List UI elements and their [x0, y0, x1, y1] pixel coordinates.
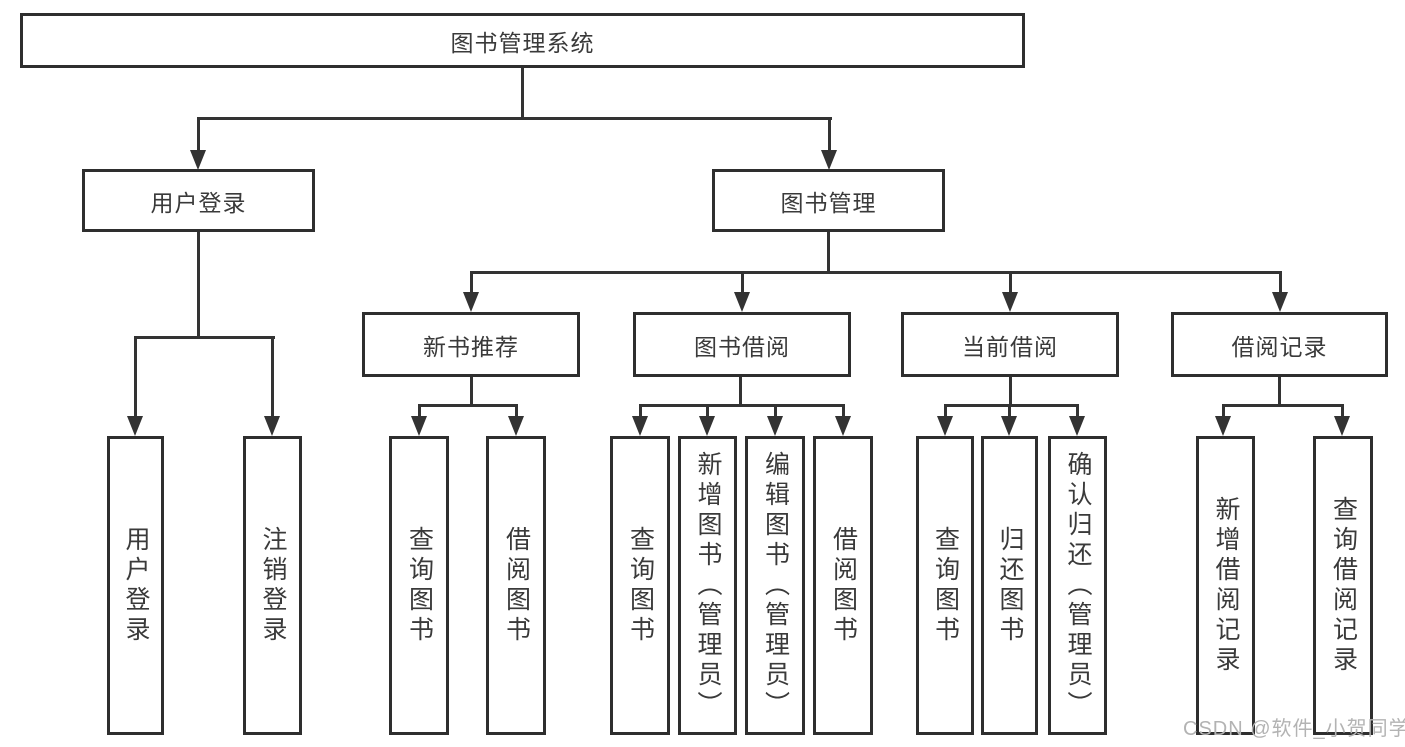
arrowhead-icon	[1002, 292, 1018, 312]
arrowhead-icon	[1334, 416, 1350, 436]
connector-line	[197, 117, 200, 150]
connector-line	[1009, 377, 1012, 407]
connector-line	[197, 117, 832, 120]
connector-line	[741, 271, 744, 293]
connector-line	[418, 404, 421, 416]
node-book-management: 图书管理	[712, 169, 945, 232]
arrowhead-icon	[937, 416, 953, 436]
arrowhead-icon	[1069, 416, 1085, 436]
connector-line	[470, 271, 1282, 274]
connector-line	[1222, 404, 1344, 407]
node-book-borrow: 图书借阅	[633, 312, 851, 377]
connector-line	[1008, 404, 1011, 416]
connector-line	[134, 336, 137, 416]
node-leaf-add-books-admin: 新增图书（管理员）	[678, 436, 737, 735]
node-current-borrow: 当前借阅	[901, 312, 1119, 377]
arrowhead-icon	[734, 292, 750, 312]
connector-line	[134, 336, 275, 339]
connector-line	[1278, 377, 1281, 407]
node-leaf-user-login: 用户登录	[107, 436, 164, 735]
connector-line	[521, 68, 524, 119]
node-borrow-records: 借阅记录	[1171, 312, 1388, 377]
arrowhead-icon	[1272, 292, 1288, 312]
node-leaf-logout: 注销登录	[243, 436, 302, 735]
arrowhead-icon	[127, 416, 143, 436]
connector-line	[1341, 404, 1344, 416]
connector-line	[842, 404, 845, 416]
connector-line	[739, 377, 742, 407]
node-leaf-query-borrow-record: 查询借阅记录	[1313, 436, 1373, 735]
connector-line	[418, 404, 518, 407]
node-leaf-add-borrow-record: 新增借阅记录	[1196, 436, 1255, 735]
connector-line	[639, 404, 642, 416]
connector-line	[271, 336, 274, 416]
connector-line	[470, 377, 473, 407]
arrowhead-icon	[699, 416, 715, 436]
node-root: 图书管理系统	[20, 13, 1025, 68]
node-leaf-borrow-books-1: 借阅图书	[486, 436, 546, 735]
connector-line	[1222, 404, 1225, 416]
arrowhead-icon	[190, 150, 206, 170]
arrowhead-icon	[1215, 416, 1231, 436]
connector-line	[827, 232, 830, 274]
node-leaf-confirm-return-admin: 确认归还（管理员）	[1048, 436, 1107, 735]
arrowhead-icon	[632, 416, 648, 436]
node-leaf-query-books-2: 查询图书	[610, 436, 670, 735]
connector-line	[774, 404, 777, 416]
connector-line	[828, 117, 831, 150]
node-leaf-return-books: 归还图书	[981, 436, 1038, 735]
node-user-login: 用户登录	[82, 169, 315, 232]
node-leaf-edit-books-admin: 编辑图书（管理员）	[745, 436, 805, 735]
connector-line	[1076, 404, 1079, 416]
connector-line	[1279, 271, 1282, 293]
arrowhead-icon	[508, 416, 524, 436]
connector-line	[1009, 271, 1012, 293]
node-leaf-query-books-3: 查询图书	[916, 436, 974, 735]
connector-line	[197, 232, 200, 339]
node-leaf-query-books-1: 查询图书	[389, 436, 449, 735]
connector-line	[944, 404, 1079, 407]
connector-line	[706, 404, 709, 416]
node-leaf-borrow-books-2: 借阅图书	[813, 436, 873, 735]
connector-line	[470, 271, 473, 293]
connector-line	[515, 404, 518, 416]
arrowhead-icon	[264, 416, 280, 436]
arrowhead-icon	[767, 416, 783, 436]
csdn-watermark: CSDN @软件_小贺同学	[1183, 718, 1405, 740]
connector-line	[944, 404, 947, 416]
arrowhead-icon	[463, 292, 479, 312]
arrowhead-icon	[835, 416, 851, 436]
arrowhead-icon	[411, 416, 427, 436]
arrowhead-icon	[1001, 416, 1017, 436]
node-new-book-recommend: 新书推荐	[362, 312, 580, 377]
connector-line	[639, 404, 845, 407]
arrowhead-icon	[821, 150, 837, 170]
